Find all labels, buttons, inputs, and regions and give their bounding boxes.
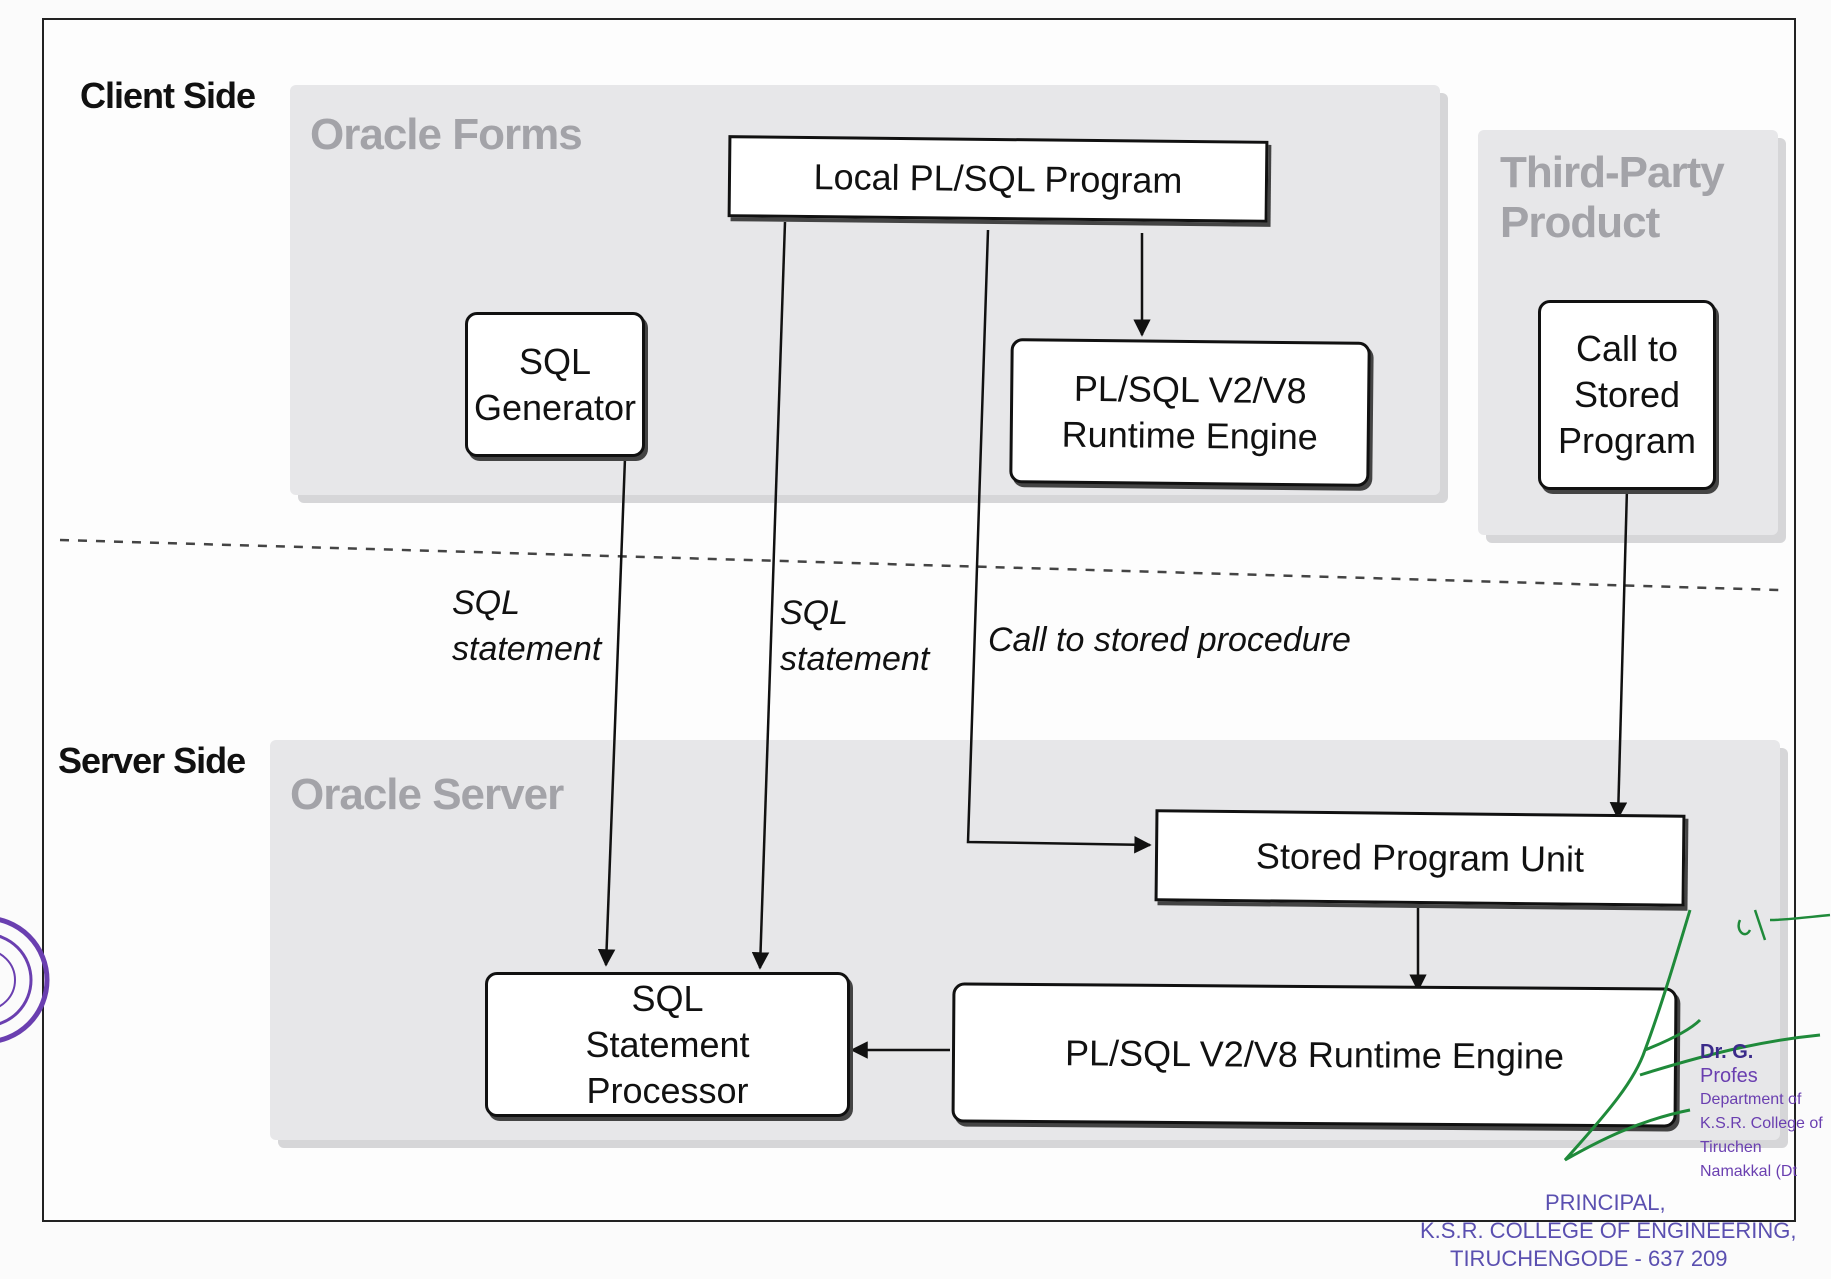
client-side-label: Client Side xyxy=(80,75,256,116)
stored-program-unit-node: Stored Program Unit xyxy=(1154,809,1686,907)
town-stamp-label: TIRUCHENGODE - 637 209 xyxy=(1450,1246,1728,1271)
signatory-line: K.S.R. College of xyxy=(1700,1115,1823,1132)
signatory-line: Namakkal (Dt xyxy=(1700,1163,1797,1180)
sql-generator-node: SQL Generator xyxy=(465,312,645,457)
edge-label-sql-statement-2: SQL statement xyxy=(780,594,930,678)
call-to-stored-program-node: Call to Stored Program xyxy=(1538,300,1716,490)
client-plsql-engine-node: PL/SQL V2/V8 Runtime Engine xyxy=(1009,338,1371,487)
signatory-line: Department of xyxy=(1700,1091,1802,1108)
oracle-forms-title: Oracle Forms xyxy=(310,110,583,159)
signatory-line: Tiruchen xyxy=(1700,1139,1762,1156)
local-plsql-program-node: Local PL/SQL Program xyxy=(727,135,1269,223)
signatory-line: Profes xyxy=(1700,1065,1758,1087)
handwritten-signature xyxy=(1563,909,1831,1162)
principal-stamp-label: PRINCIPAL, xyxy=(1545,1190,1666,1215)
signatory-line: Dr. G. xyxy=(1700,1041,1754,1063)
college-stamp-label: K.S.R. COLLEGE OF ENGINEERING, xyxy=(1420,1218,1797,1243)
institution-seal xyxy=(0,917,50,1043)
oracle-server-title: Oracle Server xyxy=(290,770,564,819)
server-side-label: Server Side xyxy=(58,740,246,781)
edge-label-call-stored-procedure: Call to stored procedure xyxy=(988,621,1351,659)
sql-statement-processor-node: SQL Statement Processor xyxy=(485,972,850,1117)
edge-label-sql-statement-1: SQL statement xyxy=(452,584,602,668)
signatory-block: Dr. G. Profes Department of K.S.R. Colle… xyxy=(1700,1040,1831,1184)
third-party-title: Third-Party Product xyxy=(1500,148,1725,247)
